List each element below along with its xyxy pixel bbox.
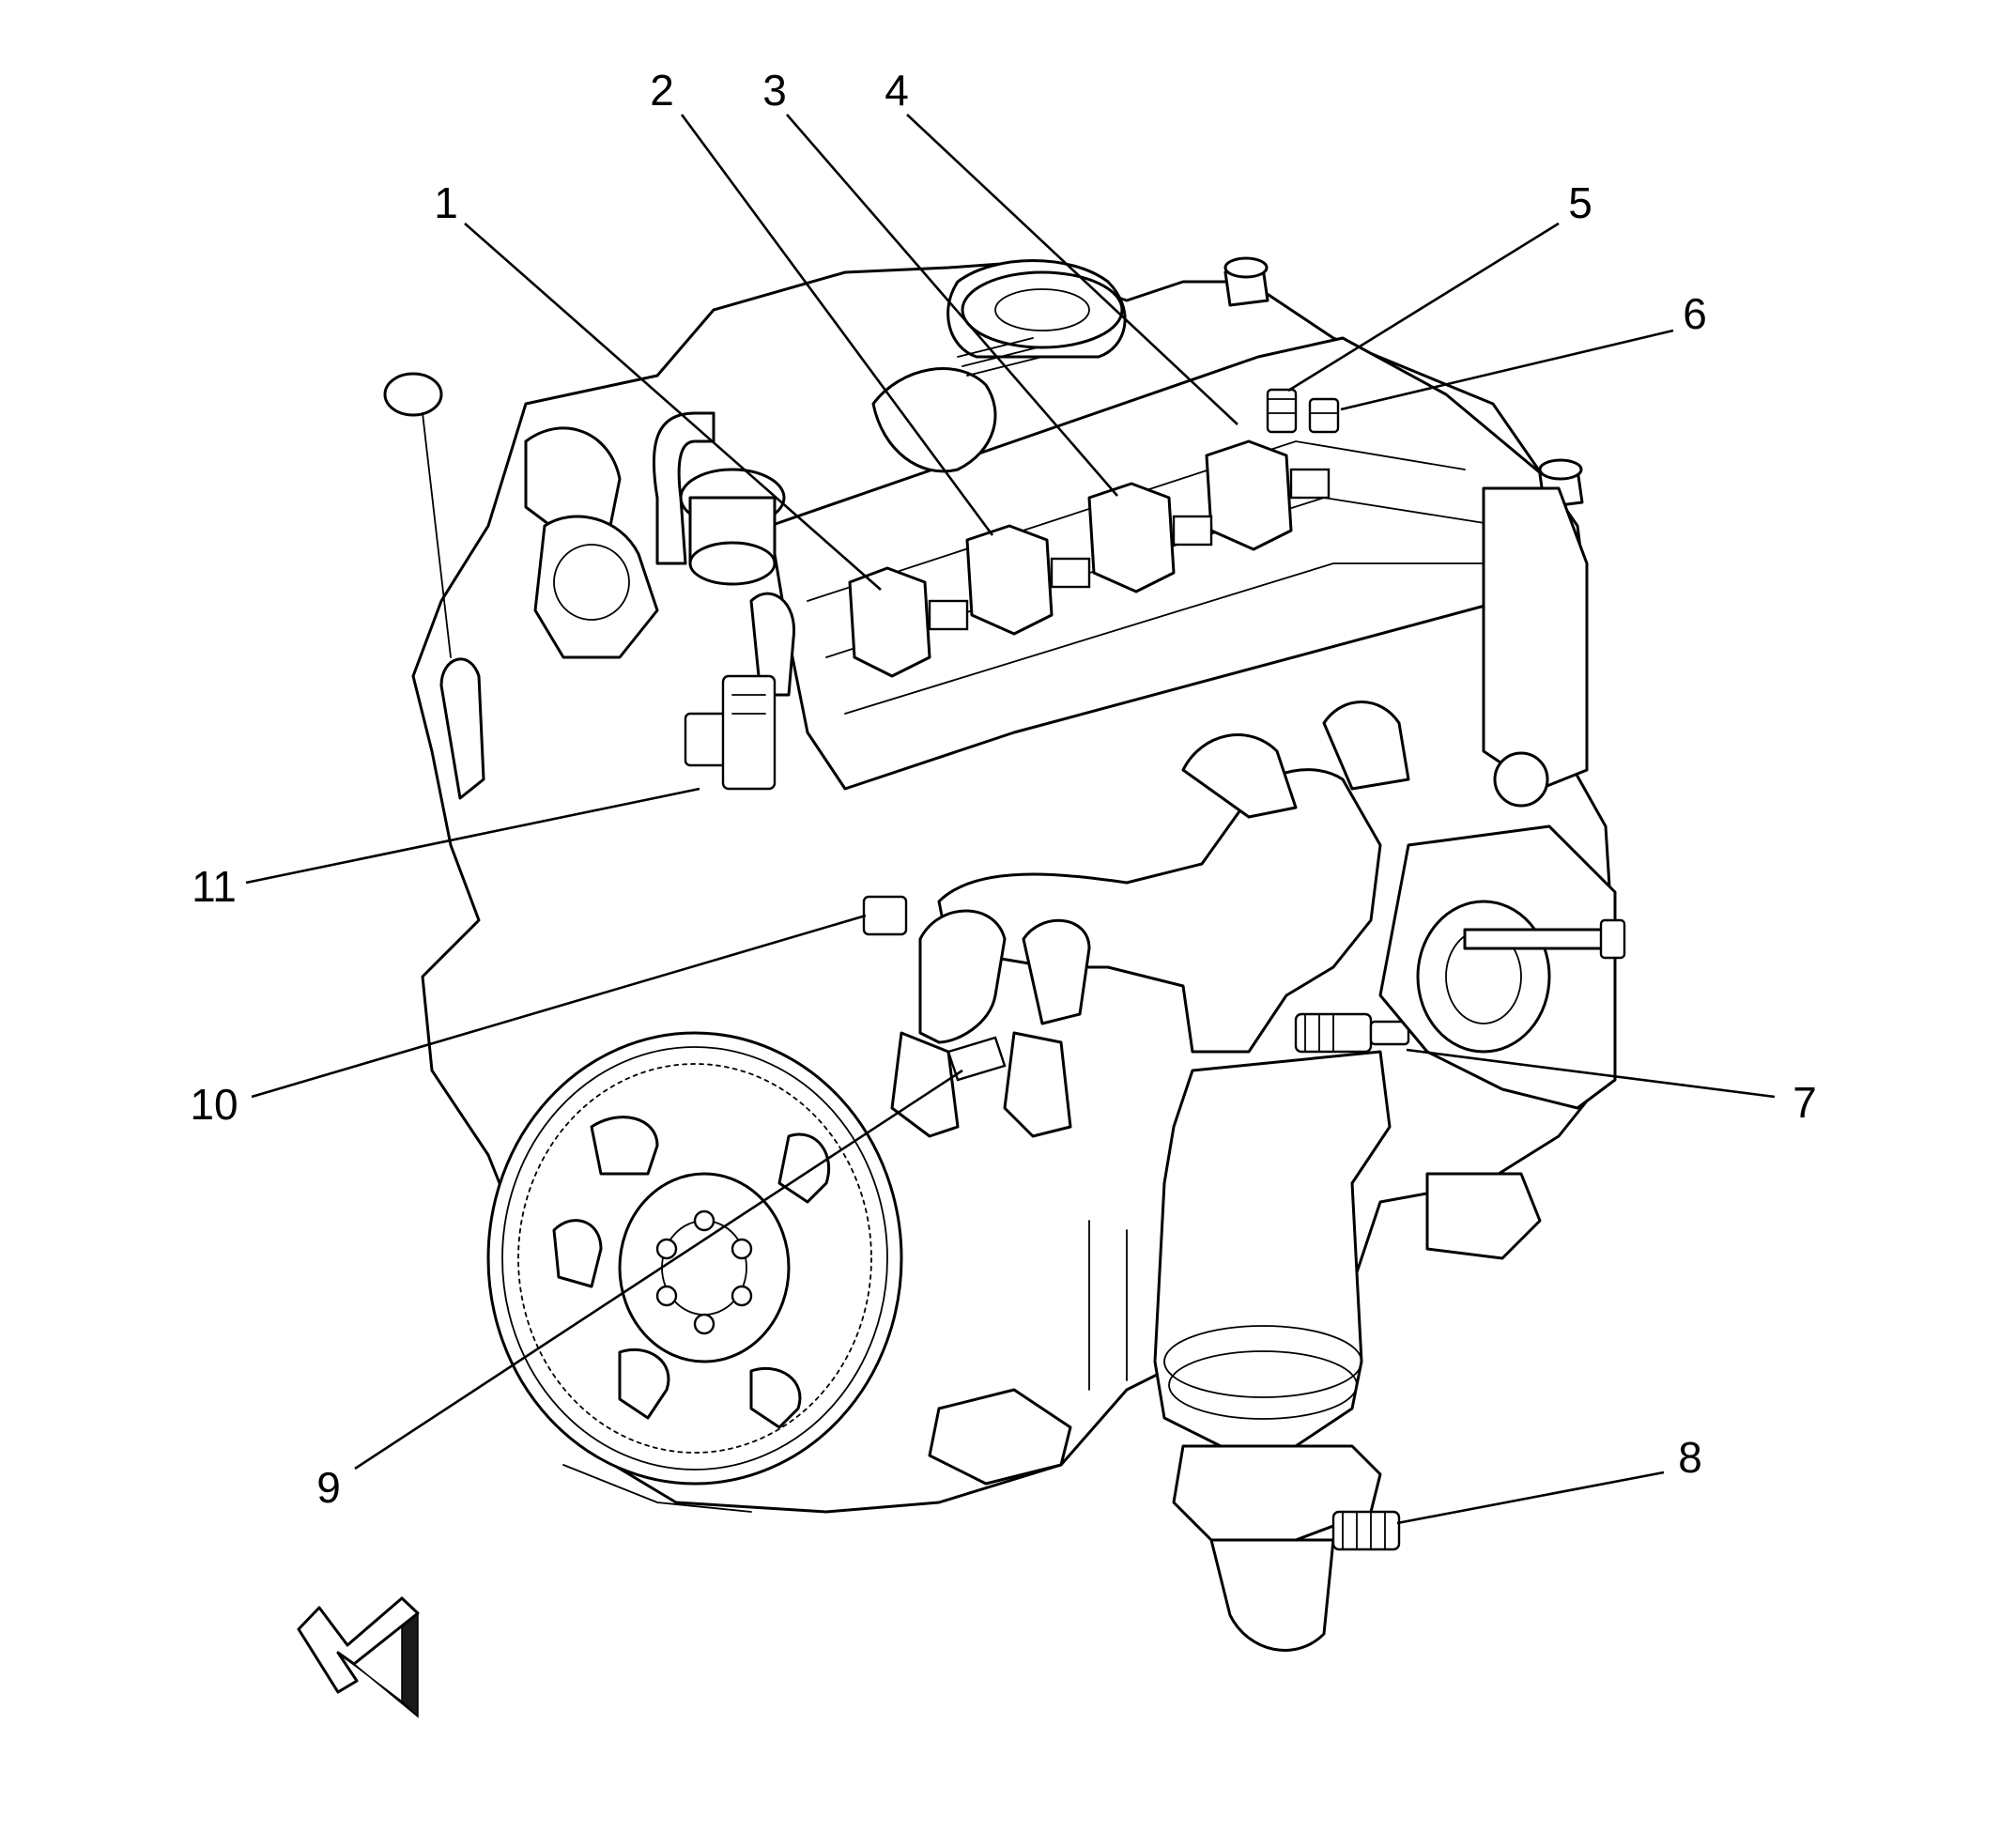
leader-line-7 <box>1406 1048 1776 1099</box>
leader-line-8 <box>1396 1471 1665 1525</box>
callout-7: 7 <box>1792 1078 1817 1127</box>
callout-6: 6 <box>1683 289 1707 338</box>
leader-line-10 <box>251 914 867 1099</box>
ignition-coil-group <box>848 337 1331 678</box>
callout-4: 4 <box>885 66 909 115</box>
oxygen-sensor-upstream <box>1294 1012 1410 1054</box>
leader-lines <box>245 114 1776 1525</box>
flexplate <box>486 1031 903 1486</box>
callout-3: 3 <box>762 66 787 115</box>
callout-9: 9 <box>316 1463 341 1512</box>
leader-line-6 <box>1340 329 1674 411</box>
callout-10: 10 <box>190 1080 238 1129</box>
callout-8: 8 <box>1678 1433 1702 1482</box>
callout-11: 11 <box>192 862 237 911</box>
leader-line-1 <box>464 223 882 591</box>
callout-5: 5 <box>1568 178 1592 227</box>
engine-illustration <box>383 256 1626 1652</box>
leader-line-9 <box>354 1069 963 1471</box>
front-view-arrow-icon <box>297 1596 420 1718</box>
callout-2: 2 <box>650 66 674 115</box>
leader-line-5 <box>1287 222 1560 393</box>
leader-line-3 <box>786 114 1118 497</box>
leader-line-11 <box>245 787 700 885</box>
callout-labels: 1 2 3 4 5 6 7 8 9 10 11 <box>190 66 1816 1512</box>
oxygen-sensor-downstream <box>1331 1510 1401 1551</box>
leader-line-4 <box>906 114 1238 425</box>
callout-1: 1 <box>434 178 458 227</box>
leader-line-2 <box>680 114 994 536</box>
